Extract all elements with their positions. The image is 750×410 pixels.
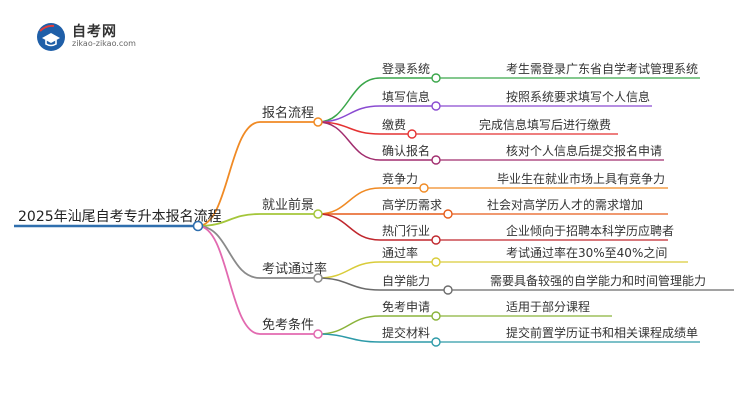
detail-label: 按照系统要求填写个人信息 <box>506 89 650 104</box>
detail-label: 考生需登录广东省自学考试管理系统 <box>506 61 698 76</box>
branch-connector-dot[interactable] <box>313 117 323 127</box>
branch-node[interactable]: 报名流程 <box>260 105 323 127</box>
detail-node[interactable]: 毕业生在就业市场上具有竞争力 <box>494 171 668 189</box>
logo-subtitle: zikao-zikao.com <box>72 39 136 48</box>
branch-link <box>197 225 261 335</box>
mind-map-nodes: 2025年汕尾自考专升本报名流程 报名流程 登录系统 考生需登录广东省自学考试管理系统… <box>14 61 734 347</box>
detail-label: 核对个人信息后提交报名申请 <box>506 143 662 158</box>
child-label: 填写信息 <box>382 89 430 104</box>
child-label: 自学能力 <box>382 273 430 288</box>
child-label: 登录系统 <box>382 61 430 76</box>
child-connector-dot[interactable] <box>419 183 429 193</box>
child-link <box>317 187 381 215</box>
detail-label: 提交前置学历证书和相关课程成绩单 <box>506 325 698 340</box>
child-connector-dot[interactable] <box>431 101 441 111</box>
branch-link <box>197 213 261 227</box>
detail-label: 社会对高学历人才的需求增加 <box>487 197 643 212</box>
branch-label: 考试通过率 <box>262 261 327 277</box>
child-label: 免考申请 <box>382 299 430 314</box>
child-label: 提交材料 <box>382 325 430 340</box>
detail-node[interactable]: 社会对高学历人才的需求增加 <box>484 197 668 215</box>
child-connector-dot[interactable] <box>443 285 453 295</box>
detail-label: 毕业生在就业市场上具有竞争力 <box>497 171 665 186</box>
detail-label: 完成信息填写后进行缴费 <box>479 117 611 132</box>
child-link <box>317 333 381 343</box>
child-node[interactable]: 自学能力 <box>380 273 453 295</box>
child-connector-dot[interactable] <box>407 129 417 139</box>
branch-link <box>197 121 261 227</box>
detail-node[interactable]: 企业倾向于招聘本科学历应聘者 <box>503 223 674 241</box>
branch-label: 报名流程 <box>262 105 314 121</box>
branch-label: 就业前景 <box>262 197 314 213</box>
child-node[interactable]: 免考申请 <box>380 299 441 321</box>
child-connector-dot[interactable] <box>443 209 453 219</box>
child-link <box>317 277 381 291</box>
child-link <box>317 261 381 279</box>
branch-node[interactable]: 考试通过率 <box>260 261 327 283</box>
child-node[interactable]: 提交材料 <box>380 325 441 347</box>
child-connector-dot[interactable] <box>431 235 441 245</box>
child-node[interactable]: 填写信息 <box>380 89 441 111</box>
child-link <box>317 105 381 123</box>
child-connector-dot[interactable] <box>431 311 441 321</box>
detail-node[interactable]: 考试通过率在30%至40%之间 <box>503 245 688 263</box>
child-label: 缴费 <box>382 117 406 132</box>
site-logo: 自考网 zikao-zikao.com <box>36 18 186 54</box>
child-node[interactable]: 缴费 <box>380 117 417 139</box>
child-node[interactable]: 通过率 <box>380 245 441 267</box>
branch-node[interactable]: 就业前景 <box>260 197 323 219</box>
branch-connector-dot[interactable] <box>313 209 323 219</box>
detail-node[interactable]: 适用于部分课程 <box>503 299 612 317</box>
child-link <box>317 315 381 335</box>
detail-label: 需要具备较强的自学能力和时间管理能力 <box>490 273 706 288</box>
detail-label: 企业倾向于招聘本科学历应聘者 <box>506 223 674 238</box>
detail-label: 考试通过率在30%至40%之间 <box>506 245 667 260</box>
child-node[interactable]: 热门行业 <box>380 223 441 245</box>
child-connector-dot[interactable] <box>431 337 441 347</box>
mind-map-links <box>197 77 503 343</box>
child-node[interactable]: 高学历需求 <box>380 197 453 219</box>
child-node[interactable]: 竞争力 <box>380 172 429 193</box>
child-connector-dot[interactable] <box>431 257 441 267</box>
root-node[interactable]: 2025年汕尾自考专升本报名流程 <box>14 209 222 232</box>
detail-node[interactable]: 需要具备较强的自学能力和时间管理能力 <box>487 273 734 291</box>
detail-node[interactable]: 完成信息填写后进行缴费 <box>476 117 618 135</box>
child-node[interactable]: 登录系统 <box>380 61 441 83</box>
child-connector-dot[interactable] <box>431 155 441 165</box>
branch-node[interactable]: 免考条件 <box>260 317 323 339</box>
child-connector-dot[interactable] <box>431 73 441 83</box>
branch-label: 免考条件 <box>262 317 314 333</box>
child-label: 热门行业 <box>382 223 430 238</box>
logo-title: 自考网 <box>72 24 117 40</box>
detail-node[interactable]: 提交前置学历证书和相关课程成绩单 <box>503 325 700 343</box>
branch-connector-dot[interactable] <box>313 273 323 283</box>
detail-node[interactable]: 考生需登录广东省自学考试管理系统 <box>503 61 700 79</box>
child-label: 高学历需求 <box>382 197 442 212</box>
detail-node[interactable]: 按照系统要求填写个人信息 <box>503 89 652 107</box>
child-node[interactable]: 确认报名 <box>380 143 441 165</box>
root-connector-dot[interactable] <box>192 220 204 232</box>
root-label: 2025年汕尾自考专升本报名流程 <box>18 209 222 225</box>
child-label: 确认报名 <box>382 143 430 158</box>
detail-node[interactable]: 核对个人信息后提交报名申请 <box>503 143 664 161</box>
child-label: 竞争力 <box>382 172 418 186</box>
branch-connector-dot[interactable] <box>313 329 323 339</box>
child-link <box>317 121 381 161</box>
detail-label: 适用于部分课程 <box>506 299 590 314</box>
child-link <box>317 213 381 241</box>
child-link <box>317 77 381 123</box>
branch-link <box>197 225 261 279</box>
child-label: 通过率 <box>382 245 418 260</box>
graduation-cap-icon <box>37 23 65 51</box>
